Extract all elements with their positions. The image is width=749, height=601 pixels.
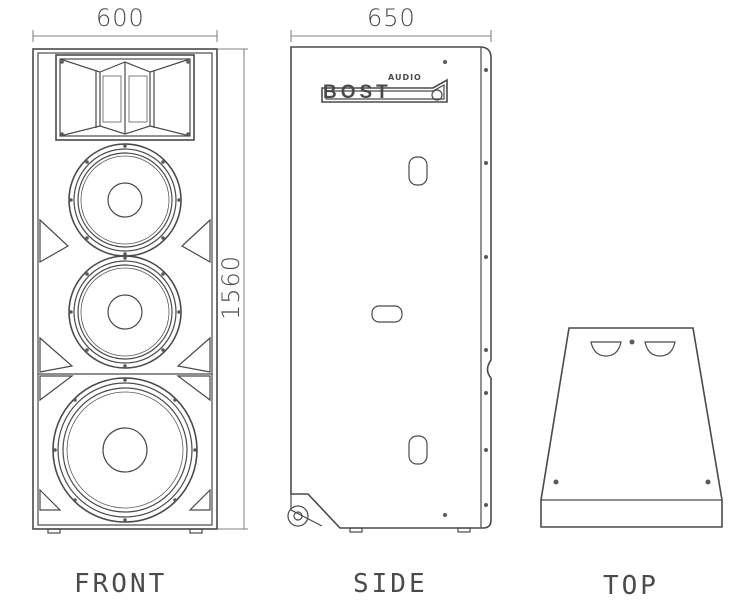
front-horn xyxy=(55,54,195,141)
front-vents xyxy=(38,218,212,511)
top-view-label: TOP xyxy=(603,571,659,601)
side-screws xyxy=(443,60,488,517)
front-foot-right xyxy=(189,528,203,534)
side-view-label: SIDE xyxy=(353,569,428,599)
height-label: 1560 xyxy=(217,254,245,320)
side-handle-upper xyxy=(408,156,428,186)
front-view xyxy=(32,30,248,534)
front-woofer-upper xyxy=(68,143,182,257)
front-view-label: FRONT xyxy=(74,569,168,599)
front-woofer-middle xyxy=(68,255,182,369)
top-view xyxy=(540,327,723,528)
top-handle-left xyxy=(590,341,622,357)
side-handle-middle xyxy=(371,305,403,323)
brand-logo-subtext: AUDIO xyxy=(388,73,422,82)
front-baffle xyxy=(37,52,213,526)
front-width-label: 600 xyxy=(96,4,145,32)
side-depth-label: 650 xyxy=(367,4,416,32)
side-view xyxy=(287,30,492,533)
top-handle-right xyxy=(644,341,676,357)
front-foot-left xyxy=(47,528,61,534)
top-outline xyxy=(540,327,723,528)
caster-wheel-icon xyxy=(287,494,323,527)
brand-logo xyxy=(321,78,448,103)
front-woofer-lower xyxy=(52,377,198,523)
brand-logo-text: BOST xyxy=(323,82,392,103)
side-handle-lower xyxy=(408,435,428,465)
side-cabinet-outline xyxy=(290,46,492,529)
front-cabinet-outline xyxy=(32,48,218,530)
